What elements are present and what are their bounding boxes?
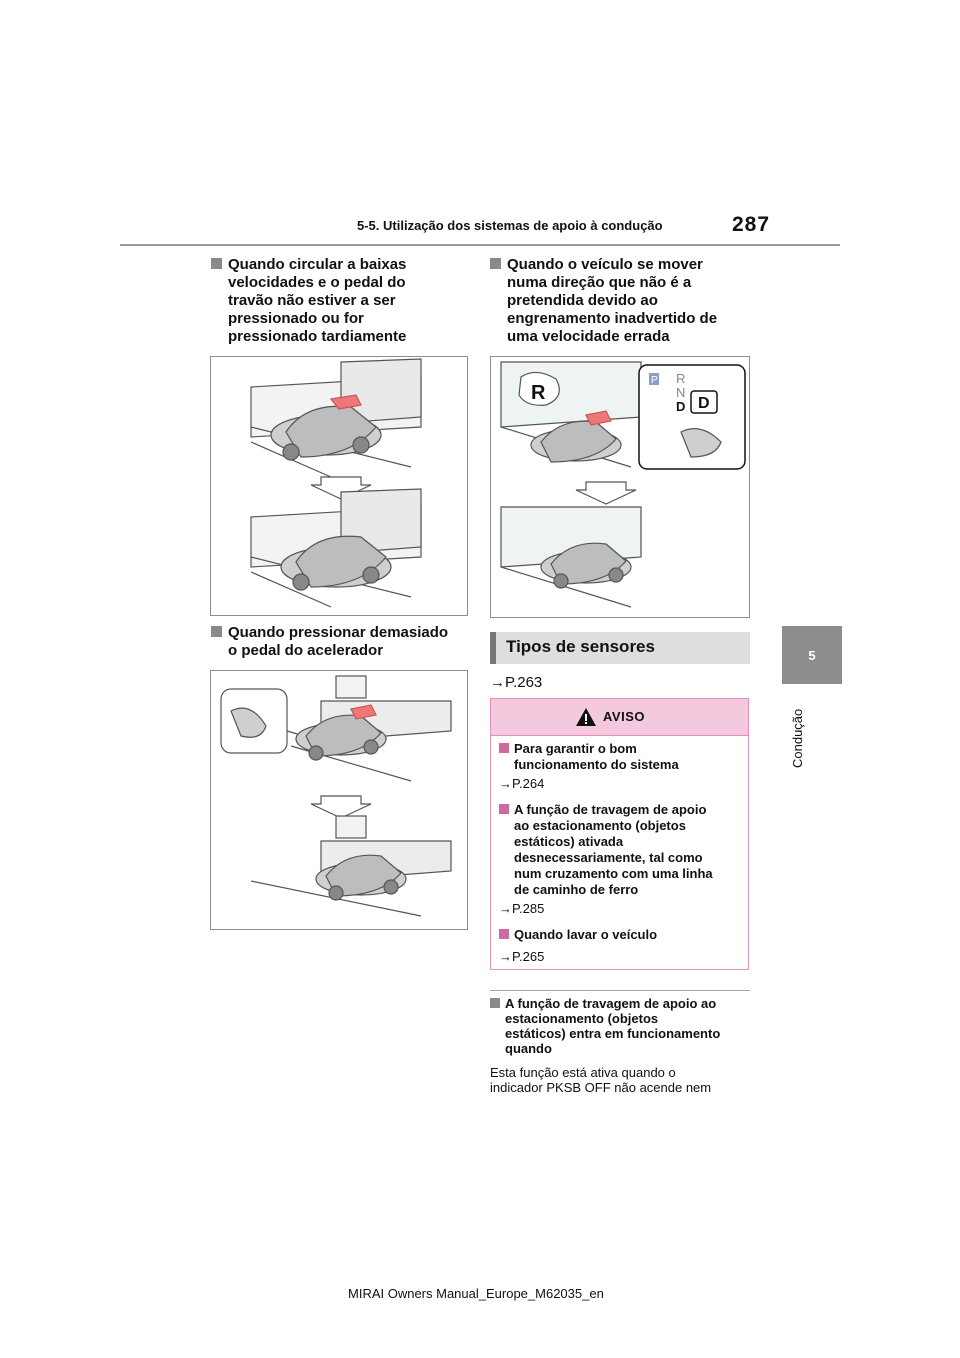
bullet-square xyxy=(499,929,509,939)
footer-doc-id: MIRAI Owners Manual_Europe_M62035_en xyxy=(348,1286,604,1301)
chapter-label: Condução xyxy=(786,690,810,770)
illustration-car-wall xyxy=(250,358,422,608)
shift-p: P xyxy=(651,375,658,386)
bullet-square xyxy=(490,258,501,269)
note-body: Esta função está ativa quando o indicado… xyxy=(490,1065,712,1095)
aviso-header: AVISO xyxy=(491,699,748,736)
heading-accelerator: Quando pressionar demasiado o pedal do a… xyxy=(211,624,471,660)
heading-low-speed: Quando circular a baixas velocidades e o… xyxy=(211,256,471,346)
figure-accelerator xyxy=(210,670,468,930)
aviso-ref-1[interactable]: →P.264 xyxy=(499,776,545,791)
chapter-number: 5 xyxy=(808,647,816,663)
section-tipos-de-sensores: Tipos de sensores xyxy=(490,632,750,664)
section-title: 5-5. Utilização dos sistemas de apoio à … xyxy=(357,218,663,233)
aviso-ref-2[interactable]: →P.285 xyxy=(499,901,545,916)
illustration-shift-store: R P R N D D xyxy=(500,361,746,608)
warning-icon xyxy=(576,708,596,726)
divider xyxy=(490,990,750,991)
aviso-title: AVISO xyxy=(603,709,645,724)
heading-wrong-gear: Quando o veículo se mover numa direção q… xyxy=(490,256,760,346)
header-rule xyxy=(120,244,840,246)
heading-text: Quando circular a baixas velocidades e o… xyxy=(228,256,407,345)
chapter-tab: 5 xyxy=(782,626,842,684)
illustration-pedal-parking xyxy=(220,675,452,917)
shift-n: N xyxy=(676,385,685,400)
thought-gear: R xyxy=(531,382,546,404)
shift-r: R xyxy=(676,371,685,386)
figure-low-speed xyxy=(210,356,468,616)
page-reference[interactable]: →P.263 xyxy=(490,674,543,691)
aviso-ref-3[interactable]: →P.265 xyxy=(499,949,545,964)
bullet-square xyxy=(499,743,509,753)
section-tipos-title: Tipos de sensores xyxy=(506,637,655,656)
chapter-name: Condução xyxy=(790,708,805,768)
bullet-square xyxy=(490,998,500,1008)
bullet-square xyxy=(211,258,222,269)
bullet-square xyxy=(499,804,509,814)
heading-text: Quando o veículo se mover numa direção q… xyxy=(507,256,718,345)
aviso-box: AVISO Para garantir o bom funcionamento … xyxy=(490,698,749,970)
figure-wrong-gear: R P R N D D xyxy=(490,356,750,618)
shift-d-box: D xyxy=(698,395,710,412)
page-number: 287 xyxy=(732,213,771,236)
bullet-square xyxy=(211,626,222,637)
shift-d: D xyxy=(676,399,685,414)
heading-text: Quando pressionar demasiado o pedal do a… xyxy=(228,624,449,659)
